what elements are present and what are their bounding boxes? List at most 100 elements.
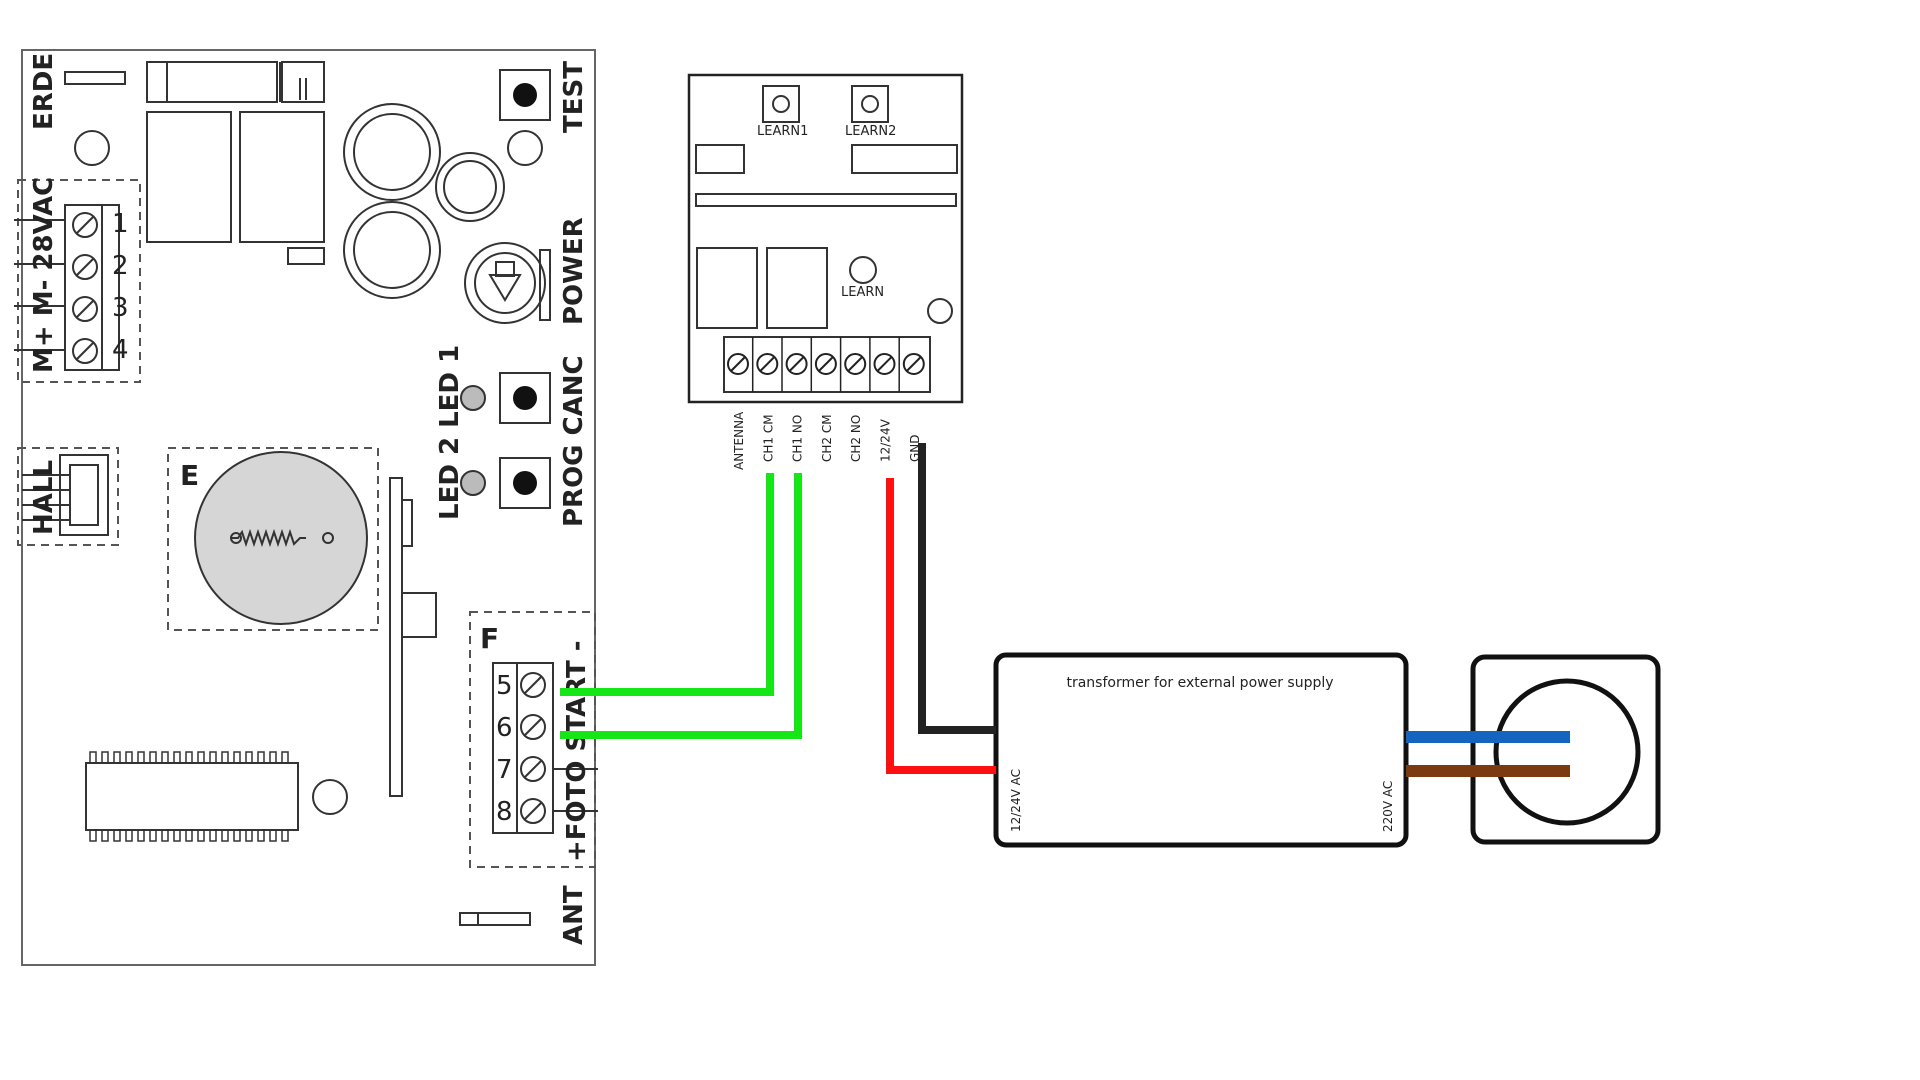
chip-pin [269, 751, 277, 764]
terminal-1-label: 1 [112, 209, 129, 239]
test-label: TEST [559, 61, 589, 133]
chip-pin [137, 751, 145, 764]
terminal-8-label: 8 [496, 797, 513, 827]
chip-pin [269, 829, 277, 842]
terminal-screws-5-8 [520, 672, 546, 824]
power-terminal-area [17, 179, 141, 383]
wire-gnd [918, 443, 996, 734]
receiver-terminal-label: 12/24V [879, 418, 893, 462]
potentiometer[interactable] [464, 242, 546, 324]
chip-pin [197, 829, 205, 842]
learn1-button[interactable] [762, 85, 800, 123]
capacitor-1 [343, 103, 441, 201]
chip-pin [245, 829, 253, 842]
wire-ch1-no [560, 473, 802, 739]
canc-button[interactable] [499, 457, 551, 509]
leds-label: LED 2 LED 1 [435, 345, 465, 520]
chip-pin [209, 751, 217, 764]
learn2-button[interactable] [851, 85, 889, 123]
chip-pin [101, 751, 109, 764]
fuse [64, 71, 126, 85]
foto-terminal-block [492, 662, 554, 834]
wire-12-24v [886, 478, 996, 774]
chip-pin [257, 751, 265, 764]
prog-canc-label: PROG CANC [559, 355, 589, 527]
chip-pin [173, 751, 181, 764]
ic-chip-pins [89, 751, 289, 842]
terminal-3-label: 3 [112, 293, 129, 323]
receiver-terminal-screw [844, 353, 867, 375]
terminal-4-label: 4 [112, 335, 129, 365]
receiver-terminal-block [723, 336, 931, 393]
receiver-terminal-screws [727, 337, 925, 392]
transformer: transformer for external power supply 12… [993, 652, 1409, 848]
capacitor-3 [435, 152, 505, 222]
receiver-terminal-screw [727, 353, 749, 375]
capacitor-2 [343, 201, 441, 299]
chip-pin [149, 751, 157, 764]
test-button-knob [513, 83, 537, 107]
transformer-title: transformer for external power supply [1066, 675, 1333, 691]
receiver-relay-2 [766, 247, 828, 329]
learn-button[interactable] [849, 256, 877, 284]
power-supply-label: M+ M- 28VAC [29, 177, 59, 373]
chip-pin [233, 751, 241, 764]
led-1 [460, 385, 486, 411]
receiver-terminal-screw [814, 353, 837, 375]
terminal-5-label: 5 [496, 671, 513, 701]
chip-pin [161, 829, 169, 842]
relay-1 [146, 111, 232, 243]
ant-label: ANT [559, 885, 589, 945]
chip-pin [113, 751, 121, 764]
transformer-right-label: 220V AC [1381, 781, 1395, 832]
resistor-symbol [232, 528, 306, 548]
wire-ch1-cm [560, 473, 774, 696]
erde-label: ERDE [29, 53, 59, 130]
learn-label: LEARN [841, 285, 884, 300]
receiver-terminal-label: CH1 NO [791, 415, 805, 462]
chip-pin [149, 829, 157, 842]
learn1-label: LEARN1 [757, 124, 808, 139]
receiver-terminal-screw [873, 353, 896, 375]
section-f [469, 611, 596, 868]
prog-button[interactable] [499, 372, 551, 424]
relay-2 [239, 111, 325, 243]
hall-connector [59, 454, 109, 536]
chip-pin [281, 751, 289, 764]
controller-board: 1 2 3 4 ERDE M+ M- 28VAC HALL E LED 2 LE… [14, 49, 598, 966]
receiver-terminal-screw [785, 353, 808, 375]
terminal-7-label: 7 [496, 755, 513, 785]
receiver-terminal-screw [902, 353, 925, 375]
hall-label: HALL [29, 460, 59, 535]
mount-hole [74, 130, 110, 166]
chip-pin [245, 751, 253, 764]
receiver-relay-1 [696, 247, 758, 329]
led-2 [460, 470, 486, 496]
chip-pin [221, 751, 229, 764]
terminal-screws-1-4 [72, 212, 98, 364]
chip-pin [221, 829, 229, 842]
chip-pin [125, 829, 133, 842]
chip-pin [125, 751, 133, 764]
chip-pin [209, 829, 217, 842]
power-terminal-block [64, 204, 120, 371]
connector-top [146, 61, 278, 103]
section-f-label: F [480, 622, 499, 655]
receiver-terminal-label: CH2 CM [820, 414, 834, 462]
chip-pin [185, 829, 193, 842]
chip-pin [137, 829, 145, 842]
start-foto-label: +FOTO START - [562, 640, 592, 862]
antenna-fuse [459, 912, 531, 926]
chip-pin [161, 751, 169, 764]
chip-pin [113, 829, 121, 842]
chip-pin [173, 829, 181, 842]
receiver-terminal-label: CH2 NO [849, 415, 863, 462]
learn2-label: LEARN2 [845, 124, 896, 139]
test-button[interactable] [499, 69, 551, 121]
chip-pin [281, 829, 289, 842]
chip-pin [257, 829, 265, 842]
terminal-6-label: 6 [496, 713, 513, 743]
